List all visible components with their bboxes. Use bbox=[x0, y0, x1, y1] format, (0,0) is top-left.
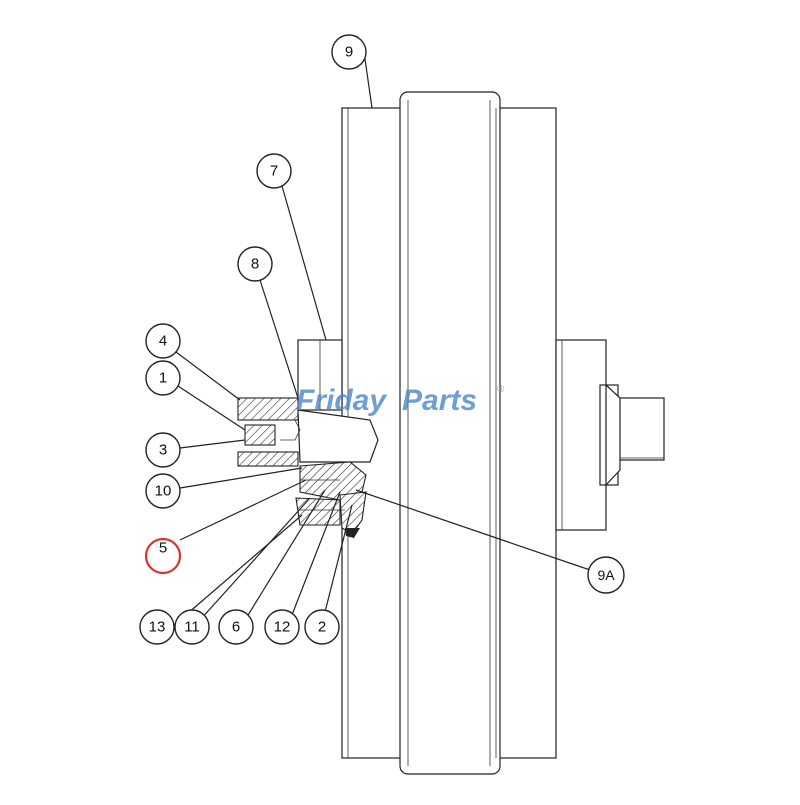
callout-8[interactable]: 8 bbox=[237, 246, 273, 282]
svg-text:12: 12 bbox=[274, 619, 291, 636]
svg-text:2: 2 bbox=[318, 619, 326, 636]
callout-2[interactable]: 2 bbox=[304, 609, 340, 645]
watermark-trademark: ® bbox=[497, 384, 505, 395]
callout-11[interactable]: 11 bbox=[174, 609, 210, 645]
svg-text:3: 3 bbox=[159, 442, 167, 459]
svg-text:1: 1 bbox=[159, 370, 167, 387]
svg-text:7: 7 bbox=[270, 163, 278, 180]
leader-3 bbox=[179, 439, 246, 449]
watermark-part1: Friday bbox=[296, 384, 387, 417]
leader-9 bbox=[363, 51, 373, 109]
svg-text:10: 10 bbox=[155, 483, 172, 500]
callout-10[interactable]: 10 bbox=[145, 473, 181, 509]
watermark-part2: Parts bbox=[402, 384, 477, 417]
callout-4[interactable]: 4 bbox=[145, 323, 181, 359]
wheel-body bbox=[341, 91, 665, 775]
leader-10 bbox=[179, 467, 303, 489]
left-hub-assembly bbox=[237, 339, 379, 538]
callouts: 9 7 8 4 1 3 10 5 bbox=[139, 34, 625, 645]
svg-text:5: 5 bbox=[159, 540, 167, 557]
callout-5[interactable]: 5 bbox=[144, 537, 182, 575]
leader-4 bbox=[175, 351, 241, 401]
leader-lines bbox=[175, 51, 591, 621]
svg-text:6: 6 bbox=[232, 619, 240, 636]
leader-6 bbox=[244, 489, 326, 621]
leader-2 bbox=[324, 504, 353, 613]
leader-1 bbox=[177, 385, 246, 431]
leader-5 bbox=[179, 479, 307, 541]
leader-13 bbox=[179, 514, 303, 621]
watermark-logo: Friday Parts ® bbox=[296, 384, 505, 417]
callout-12[interactable]: 12 bbox=[264, 609, 300, 645]
leader-9a bbox=[355, 489, 591, 571]
callout-3[interactable]: 3 bbox=[145, 432, 181, 468]
callout-9[interactable]: 9 bbox=[331, 34, 367, 70]
highlight-ring bbox=[144, 537, 182, 575]
leader-7 bbox=[281, 185, 327, 341]
callout-13[interactable]: 13 bbox=[139, 609, 175, 645]
svg-text:8: 8 bbox=[251, 256, 259, 273]
svg-text:13: 13 bbox=[149, 619, 166, 636]
callout-7[interactable]: 7 bbox=[256, 153, 292, 189]
svg-text:9A: 9A bbox=[597, 567, 615, 583]
callout-1[interactable]: 1 bbox=[145, 360, 181, 396]
svg-text:11: 11 bbox=[184, 619, 200, 636]
callout-6[interactable]: 6 bbox=[218, 609, 254, 645]
callout-9a[interactable]: 9A bbox=[587, 556, 625, 594]
leader-8 bbox=[259, 279, 299, 399]
leader-11 bbox=[199, 497, 311, 621]
svg-text:9: 9 bbox=[345, 44, 353, 61]
leader-12 bbox=[289, 491, 341, 621]
svg-text:4: 4 bbox=[159, 333, 167, 350]
